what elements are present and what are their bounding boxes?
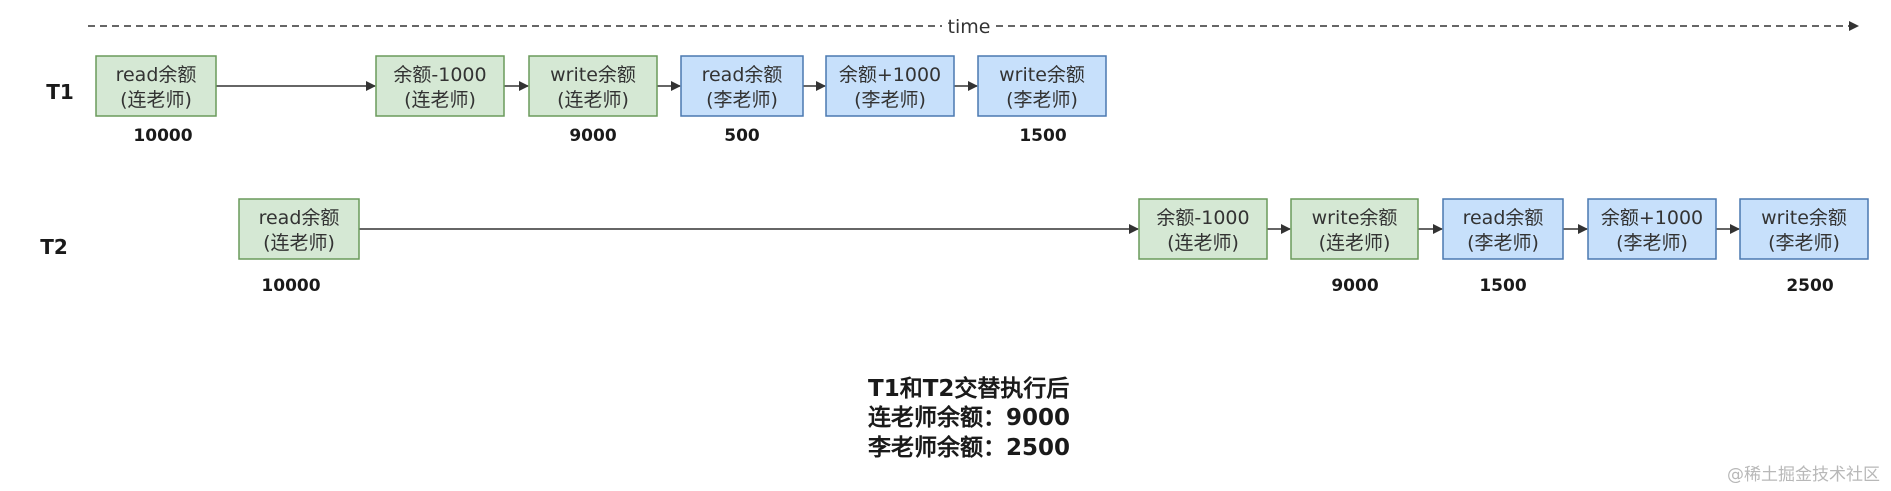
- step-box-rect: [1138, 198, 1268, 260]
- step-box-li: write余额 (李老师): [977, 55, 1107, 117]
- step-box-lian: write余额 (连老师): [528, 55, 658, 117]
- step-box-rect: [680, 55, 804, 117]
- step-operation-label: write余额: [1312, 207, 1398, 229]
- step-operation-label: read余额: [702, 64, 783, 86]
- step-box-li: read余额 (李老师): [1442, 198, 1564, 260]
- step-operation-label: read余额: [1463, 207, 1544, 229]
- timeline-label: time: [948, 16, 991, 38]
- step-balance-value: 9000: [569, 126, 616, 146]
- step-operation-label: 余额+1000: [839, 64, 941, 86]
- step-box-lian: 余额-1000 (连老师): [1138, 198, 1268, 260]
- step-box-rect: [1290, 198, 1419, 260]
- step-box-rect: [977, 55, 1107, 117]
- step-balance-value: 1500: [1479, 276, 1526, 296]
- step-box-rect: [528, 55, 658, 117]
- step-balance-value: 2500: [1786, 276, 1833, 296]
- step-owner-label: (连老师): [120, 89, 192, 111]
- row-label-t1: T1: [46, 80, 74, 104]
- step-operation-label: 余额+1000: [1601, 207, 1703, 229]
- step-box-rect: [1739, 198, 1869, 260]
- step-balance-value: 500: [724, 126, 760, 146]
- step-owner-label: (李老师): [854, 89, 926, 111]
- step-operation-label: write余额: [550, 64, 636, 86]
- step-owner-label: (连老师): [557, 89, 629, 111]
- step-owner-label: (连老师): [1167, 232, 1239, 254]
- step-operation-label: read余额: [259, 207, 340, 229]
- step-box-li: 余额+1000 (李老师): [1587, 198, 1717, 260]
- step-owner-label: (李老师): [1006, 89, 1078, 111]
- step-balance-value: 10000: [133, 126, 192, 146]
- step-box-rect: [238, 198, 360, 260]
- step-box-rect: [95, 55, 217, 117]
- step-operation-label: 余额-1000: [393, 64, 486, 86]
- step-box-li: read余额 (李老师): [680, 55, 804, 117]
- row-t1: read余额 (连老师) 10000 余额-1000 (连老师) write余额 (连老师)…: [95, 55, 1107, 146]
- step-owner-label: (李老师): [706, 89, 778, 111]
- step-box-rect: [1587, 198, 1717, 260]
- step-box-li: 余额+1000 (李老师): [825, 55, 955, 117]
- row-label-t2: T2: [40, 235, 68, 259]
- watermark: @稀土掘金技术社区: [1727, 465, 1880, 485]
- step-owner-label: (李老师): [1467, 232, 1539, 254]
- step-box-lian: read余额 (连老师): [238, 198, 360, 260]
- step-operation-label: write余额: [1761, 207, 1847, 229]
- step-box-lian: read余额 (连老师): [95, 55, 217, 117]
- step-operation-label: write余额: [999, 64, 1085, 86]
- step-balance-value: 1500: [1019, 126, 1066, 146]
- step-owner-label: (连老师): [263, 232, 335, 254]
- summary-line-1: T1和T2交替执行后: [868, 375, 1069, 402]
- step-box-lian: 余额-1000 (连老师): [375, 55, 505, 117]
- step-box-rect: [375, 55, 505, 117]
- step-box-lian: write余额 (连老师): [1290, 198, 1419, 260]
- step-owner-label: (李老师): [1768, 232, 1840, 254]
- summary-line-3: 李老师余额：2500: [868, 434, 1070, 461]
- step-box-rect: [1442, 198, 1564, 260]
- step-box-rect: [825, 55, 955, 117]
- summary: T1和T2交替执行后 连老师余额：9000 李老师余额：2500: [868, 375, 1070, 461]
- step-owner-label: (连老师): [404, 89, 476, 111]
- step-operation-label: read余额: [116, 64, 197, 86]
- step-operation-label: 余额-1000: [1156, 207, 1249, 229]
- row-t2: read余额 (连老师) 10000 余额-1000 (连老师) write余额 (连老师)…: [238, 198, 1869, 296]
- step-balance-value: 10000: [261, 276, 320, 296]
- step-owner-label: (李老师): [1616, 232, 1688, 254]
- summary-line-2: 连老师余额：9000: [868, 404, 1070, 431]
- step-owner-label: (连老师): [1319, 232, 1391, 254]
- step-box-li: write余额 (李老师): [1739, 198, 1869, 260]
- timeline: time: [88, 16, 1859, 38]
- step-balance-value: 9000: [1331, 276, 1378, 296]
